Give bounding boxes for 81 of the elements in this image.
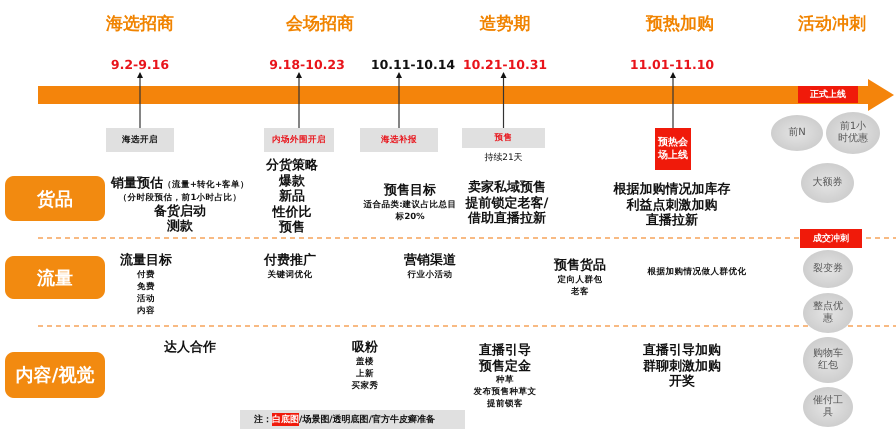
arrow	[500, 72, 506, 128]
item-text: 利益点刺激加购	[626, 198, 718, 212]
item-text: 预售定金	[479, 358, 531, 374]
phase-title: 会场招商	[286, 13, 354, 35]
item-text: 上新	[356, 368, 374, 380]
status-tag: 正式上线	[798, 86, 858, 103]
arrow	[296, 72, 302, 128]
date-label: 10.21-10.31	[462, 57, 548, 72]
phase-title: 活动冲刺	[798, 13, 866, 35]
row-header: 内容/视觉	[5, 352, 105, 398]
item-text: （流量+转化+客单）	[162, 180, 250, 191]
item-text: 发布预售种草文	[474, 386, 536, 398]
arrow	[670, 72, 676, 128]
item-text: 关键词优化	[268, 268, 312, 280]
item-text: 群聊刺激加购	[643, 358, 721, 374]
item-text: 分货策略	[266, 158, 318, 174]
item-text: 销量预估	[110, 176, 163, 192]
item-text: 测款	[167, 219, 193, 234]
benefit-ellipse: 前N	[771, 115, 823, 151]
phase-title: 海选招商	[106, 13, 174, 35]
item-text: 性价比	[272, 204, 312, 220]
benefit-ellipse: 前1小时优惠	[826, 112, 880, 154]
item-text: 根据加购情况做人群优化	[648, 266, 746, 278]
item-text: 新品	[279, 189, 305, 204]
item-text: 定向人群包	[558, 274, 602, 286]
item-text: 预售	[279, 220, 305, 236]
note-text: /场景图/透明底图/官方牛皮癣准备	[299, 413, 435, 426]
note-box	[240, 410, 465, 429]
note-text: 注：	[254, 413, 272, 426]
item-text: 适合品类:建议占比总目标20%	[362, 198, 458, 222]
arrow	[137, 72, 143, 128]
item-text: 盖楼	[356, 356, 374, 368]
date-label: 9.2-9.16	[110, 57, 170, 72]
date-label: 9.18-10.23	[269, 57, 345, 72]
status-tag: 成交冲刺	[800, 229, 862, 248]
milestone-box: 预售	[462, 128, 545, 148]
item-text: 直播引导	[479, 343, 531, 358]
row-header: 货品	[5, 176, 105, 221]
date-label: 10.11-10.14	[370, 57, 456, 72]
benefit-ellipse: 裂变券	[803, 250, 853, 288]
item-text: 行业小活动	[408, 268, 452, 280]
item-text: 达人合作	[164, 340, 216, 356]
milestone-box: 海选开启	[106, 128, 174, 152]
item-text: 备货启动	[154, 204, 206, 219]
item-text: 免费	[137, 280, 155, 292]
benefit-ellipse: 大额券	[801, 163, 854, 203]
item-text: 付费	[137, 268, 155, 280]
milestone-box: 内场外围开启	[264, 128, 334, 152]
item-text: 提前锁定老客/	[466, 196, 548, 210]
item-text: 根据加购情况加库存	[614, 182, 730, 198]
item-text: 直播拉新	[646, 213, 698, 228]
item-text: 预售货品	[554, 258, 606, 274]
item-text: 营销渠道	[404, 253, 456, 268]
phase-title: 预热加购	[646, 13, 714, 35]
item-text: （分时段预估，前1小时占比）	[118, 192, 242, 204]
item-text: 预售目标	[384, 183, 436, 198]
item-text: 借助直播拉新	[468, 211, 546, 226]
row-header: 流量	[5, 256, 105, 299]
duration-text: 持续21天	[484, 152, 523, 164]
item-text: 开奖	[669, 374, 695, 390]
milestone-box: 海选补报	[360, 128, 438, 152]
item-text: 种草	[496, 374, 514, 386]
item-text: 活动	[137, 292, 155, 304]
item-text: 直播引导加购	[643, 343, 721, 358]
item-text: 内容	[137, 304, 155, 316]
item-text: 老客	[571, 286, 589, 298]
item-text: 爆款	[279, 174, 305, 188]
benefit-ellipse: 催付工具	[803, 387, 853, 427]
item-text: 买家秀	[352, 380, 378, 392]
arrow	[396, 72, 402, 128]
phase-title: 造势期	[480, 13, 530, 35]
benefit-ellipse: 购物车红包	[803, 337, 853, 383]
item-text: 卖家私域预售	[468, 180, 546, 196]
item-text: 吸粉	[352, 340, 378, 356]
date-label: 11.01-11.10	[630, 57, 714, 72]
item-text: 提前锁客	[487, 398, 523, 410]
highlighted-text: 白底图	[272, 413, 299, 426]
benefit-ellipse: 整点优惠	[803, 293, 853, 333]
status-tag: 预热会场上线	[655, 128, 691, 170]
item-text: 付费推广	[264, 253, 316, 268]
item-text: 流量目标	[120, 253, 172, 268]
